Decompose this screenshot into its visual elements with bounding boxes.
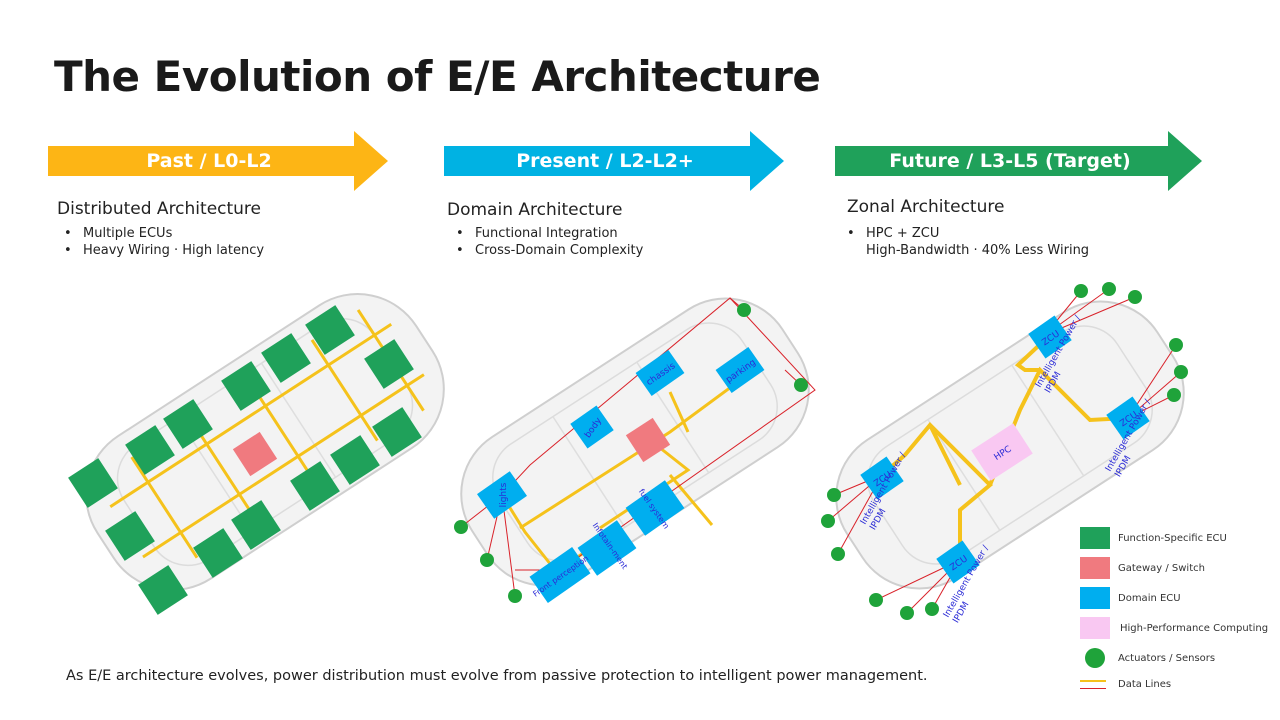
stage-lines-future: •HPC + ZCU High-Bandwidth · 40% Less Wir… — [847, 226, 1090, 258]
function-ecu — [372, 407, 422, 457]
actuator-sensor — [508, 589, 522, 603]
function-ecu — [221, 361, 271, 411]
legend-swatch-domain — [1080, 587, 1110, 609]
actuator-sensor — [821, 514, 835, 528]
legend-item-gateway: Gateway / Switch — [1080, 556, 1205, 580]
domain-ecu-fuel: fuel system — [625, 480, 685, 536]
legend-label: Actuators / Sensors — [1118, 652, 1216, 664]
function-ecu — [261, 333, 311, 383]
legend-label: Data Lines — [1118, 678, 1172, 690]
stage-bullets-past: Multiple ECUs Heavy Wiring · High latenc… — [57, 225, 264, 259]
actuator-sensor — [454, 520, 468, 534]
zcu-right: ZCU — [1106, 396, 1150, 440]
legend-swatch-actuator — [1080, 648, 1110, 668]
actuator-sensor — [1102, 282, 1116, 296]
legend-label: High-Performance Computing — [1120, 622, 1269, 634]
stage-label-future: Future / L3-L5 (Target) — [889, 150, 1131, 172]
legend-item-lines: Data Lines — [1080, 672, 1171, 696]
future-line-2: High-Bandwidth · 40% Less Wiring — [866, 243, 1090, 258]
stage-bullets-present: Functional Integration Cross-Domain Comp… — [449, 225, 643, 259]
function-ecu — [290, 461, 340, 511]
zcu-bottom: ZCU — [936, 540, 980, 584]
actuator-sensor — [827, 488, 841, 502]
footer-note: As E/E architecture evolves, power distr… — [66, 668, 928, 684]
legend-item-hpc: High-Performance Computing — [1080, 616, 1268, 640]
actuator-group — [821, 282, 1188, 620]
actuator-sensor — [1174, 365, 1188, 379]
legend-swatch-lines — [1080, 677, 1110, 691]
stage-heading-present: Domain Architecture — [447, 200, 623, 220]
function-ecu — [105, 511, 155, 561]
gateway-switch — [625, 417, 671, 463]
car-distributed-diagram — [68, 293, 445, 615]
zcu-top: ZCU — [1028, 315, 1072, 359]
arrow-shape-present — [444, 131, 784, 191]
car-zonal-diagram: HPC ZCU Intelligent Power /IPDM ZCU Inte… — [821, 282, 1188, 625]
stage-label-past: Past / L0-L2 — [146, 150, 272, 172]
actuator-sensor — [1074, 284, 1088, 298]
stage-label-present: Present / L2-L2+ — [516, 150, 694, 172]
legend-swatch-gateway — [1080, 557, 1110, 579]
zcu-left: ZCU — [860, 456, 904, 500]
arrow-shape-past — [48, 131, 388, 191]
bullet-item: Multiple ECUs — [57, 225, 264, 242]
actuator-sensor — [480, 553, 494, 567]
legend-item-ecu: Function-Specific ECU — [1080, 526, 1227, 550]
function-ecu — [305, 305, 355, 355]
function-ecu — [364, 339, 414, 389]
function-ecu — [163, 399, 213, 449]
actuator-sensor — [1169, 338, 1183, 352]
stage-heading-past: Distributed Architecture — [57, 199, 262, 219]
domain-ecu-infotainment: Infotain-ment — [577, 520, 637, 576]
page-title: The Evolution of E/E Architecture — [54, 52, 821, 101]
legend-label: Function-Specific ECU — [1118, 532, 1227, 544]
actuator-sensor — [1167, 388, 1181, 402]
actuator-sensor — [737, 303, 751, 317]
legend-label: Domain ECU — [1118, 592, 1181, 604]
actuator-group — [454, 303, 808, 603]
stage-heading-future: Zonal Architecture — [847, 197, 1005, 217]
legend-item-actuator: Actuators / Sensors — [1080, 646, 1215, 670]
domain-ecu-body: body — [570, 405, 614, 449]
bullet-item: Functional Integration — [449, 225, 643, 242]
stage-arrow-future: Future / L3-L5 (Target) — [835, 131, 1202, 191]
bullet-item: Heavy Wiring · High latency — [57, 242, 264, 259]
function-ecu-group — [68, 305, 422, 615]
actuator-sensor — [794, 378, 808, 392]
actuator-sensor — [1128, 290, 1142, 304]
stage-arrow-present: Present / L2-L2+ — [444, 131, 784, 191]
function-ecu — [138, 565, 188, 615]
future-line-1: HPC + ZCU — [866, 226, 940, 241]
legend-swatch-hpc — [1080, 617, 1110, 639]
arrow-shape-future — [835, 131, 1202, 191]
actuator-sensor — [869, 593, 883, 607]
function-ecu — [68, 458, 118, 508]
legend-label: Gateway / Switch — [1118, 562, 1205, 574]
hpc-unit: HPC — [971, 423, 1033, 481]
actuator-sensor — [831, 547, 845, 561]
function-ecu — [193, 528, 243, 578]
domain-ecu-lights: lights — [477, 471, 527, 519]
function-ecu — [125, 425, 175, 475]
car-domain-diagram: lights body chassis parking Infotain-men… — [454, 297, 816, 604]
legend-item-domain: Domain ECU — [1080, 586, 1181, 610]
actuator-sensor — [900, 606, 914, 620]
function-ecu — [231, 500, 281, 550]
gateway-switch — [232, 431, 278, 477]
actuator-sensor — [925, 602, 939, 616]
bullet-item: Cross-Domain Complexity — [449, 242, 643, 259]
legend-swatch-ecu — [1080, 527, 1110, 549]
stage-arrow-past: Past / L0-L2 — [48, 131, 388, 191]
domain-label: lights — [499, 482, 509, 507]
function-ecu — [330, 435, 380, 485]
